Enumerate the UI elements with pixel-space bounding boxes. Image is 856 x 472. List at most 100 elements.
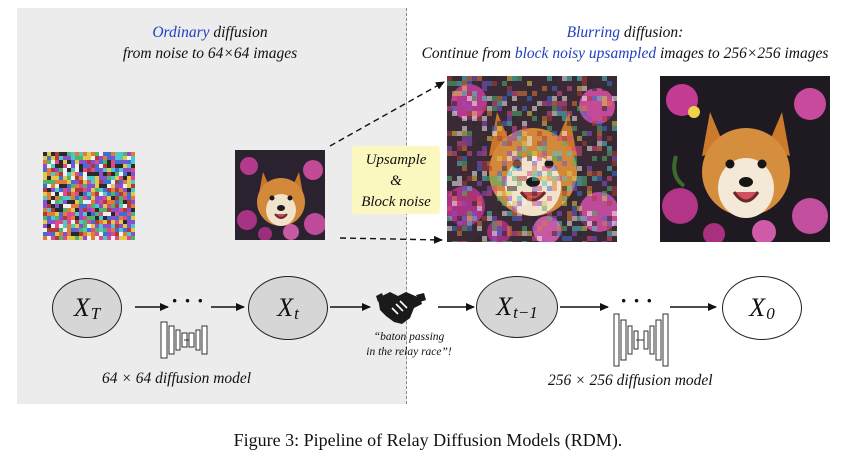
- noise-pixel: [547, 111, 552, 116]
- noise-pixel: [477, 196, 482, 201]
- noise-pixel: [487, 211, 492, 216]
- noise-pixel: [107, 152, 111, 156]
- noise-pixel: [79, 160, 83, 164]
- noise-pixel: [577, 181, 582, 186]
- noise-pixel: [597, 171, 602, 176]
- noise-pixel: [592, 101, 597, 106]
- right-title-line2-highlight: block noisy upsampled: [514, 45, 657, 62]
- noise-pixel: [552, 216, 557, 221]
- noise-pixel: [502, 101, 507, 106]
- noise-pixel: [462, 226, 467, 231]
- noise-pixel: [562, 106, 567, 111]
- noise-pixel: [612, 96, 617, 101]
- noise-pixel: [59, 204, 63, 208]
- noise-pixel: [487, 191, 492, 196]
- noise-pixel: [75, 188, 79, 192]
- noise-pixel: [75, 172, 79, 176]
- dog-image-64: [235, 150, 325, 240]
- noise-pixel: [532, 201, 537, 206]
- noise-pixel: [115, 156, 119, 160]
- noise-pixel: [127, 156, 131, 160]
- noise-pixel: [115, 212, 119, 216]
- noise-pixel: [562, 161, 567, 166]
- noise-pixel: [482, 121, 487, 126]
- noise-pixel: [79, 208, 83, 212]
- noise-pixel: [522, 241, 527, 242]
- noise-pixel: [547, 176, 552, 181]
- noise-pixel: [127, 152, 131, 156]
- noise-pixel: [562, 96, 567, 101]
- noise-pixel: [47, 184, 51, 188]
- noise-pixel: [131, 236, 135, 240]
- noise-pixel: [557, 151, 562, 156]
- noise-pixel: [447, 106, 452, 111]
- noise-pixel: [75, 212, 79, 216]
- noise-pixel: [59, 212, 63, 216]
- noise-pixel: [587, 96, 592, 101]
- noise-pixel: [71, 236, 75, 240]
- noise-pixel: [71, 164, 75, 168]
- noise-pixel: [107, 200, 111, 204]
- noise-pixel: [477, 76, 482, 81]
- noise-pixel: [537, 101, 542, 106]
- noise-pixel: [507, 226, 512, 231]
- noise-pixel: [51, 180, 55, 184]
- noise-pixel: [532, 91, 537, 96]
- noise-pixel: [607, 171, 612, 176]
- noise-pixel: [477, 111, 482, 116]
- noise-pixel: [71, 188, 75, 192]
- noise-pixel: [59, 192, 63, 196]
- noise-pixel: [79, 180, 83, 184]
- noise-pixel: [103, 176, 107, 180]
- noise-pixel: [582, 241, 587, 242]
- noise-pixel: [103, 196, 107, 200]
- noise-pixel: [55, 188, 59, 192]
- right-title-suffix: images to 256×256 images: [656, 45, 829, 62]
- noise-pixel: [592, 171, 597, 176]
- noise-pixel: [567, 151, 572, 156]
- noise-pixel: [59, 164, 63, 168]
- noise-pixel: [75, 152, 79, 156]
- baton-caption: “baton passing in the relay race”!: [344, 330, 474, 360]
- noise-pixel: [587, 191, 592, 196]
- noise-pixel: [482, 191, 487, 196]
- noise-pixel: [55, 168, 59, 172]
- noise-pixel: [43, 164, 47, 168]
- noise-pixel: [612, 161, 617, 166]
- noise-pixel: [497, 191, 502, 196]
- noise-pixel: [95, 200, 99, 204]
- dog-clean-illustration: [660, 76, 830, 242]
- noise-pixel: [557, 91, 562, 96]
- noise-pixel: [612, 151, 617, 156]
- noise-pixel: [527, 81, 532, 86]
- noise-pixel: [492, 241, 497, 242]
- noise-pixel: [547, 91, 552, 96]
- noise-pixel: [91, 236, 95, 240]
- noise-pixel: [602, 216, 607, 221]
- noise-pixel: [47, 172, 51, 176]
- noise-pixel: [572, 176, 577, 181]
- noise-pixel: [71, 160, 75, 164]
- noise-pixel: [462, 86, 467, 91]
- noise-pixel: [91, 208, 95, 212]
- noise-pixel: [482, 236, 487, 241]
- noise-pixel: [51, 216, 55, 220]
- noise-pixel: [123, 172, 127, 176]
- noise-pixel: [99, 208, 103, 212]
- noise-pixel: [472, 171, 477, 176]
- noise-pixel: [119, 212, 123, 216]
- noise-pixel: [512, 211, 517, 216]
- noise-pixel: [79, 184, 83, 188]
- noise-pixel: [71, 220, 75, 224]
- noise-pixel: [472, 111, 477, 116]
- noise-pixel: [467, 131, 472, 136]
- noise-pixel: [107, 184, 111, 188]
- noise-pixel: [67, 192, 71, 196]
- noise-pixel: [552, 166, 557, 171]
- noise-pixel: [75, 196, 79, 200]
- noise-pixel: [107, 196, 111, 200]
- noise-pixel: [592, 226, 597, 231]
- noise-pixel: [502, 81, 507, 86]
- noise-pixel: [472, 91, 477, 96]
- noise-pixel: [67, 164, 71, 168]
